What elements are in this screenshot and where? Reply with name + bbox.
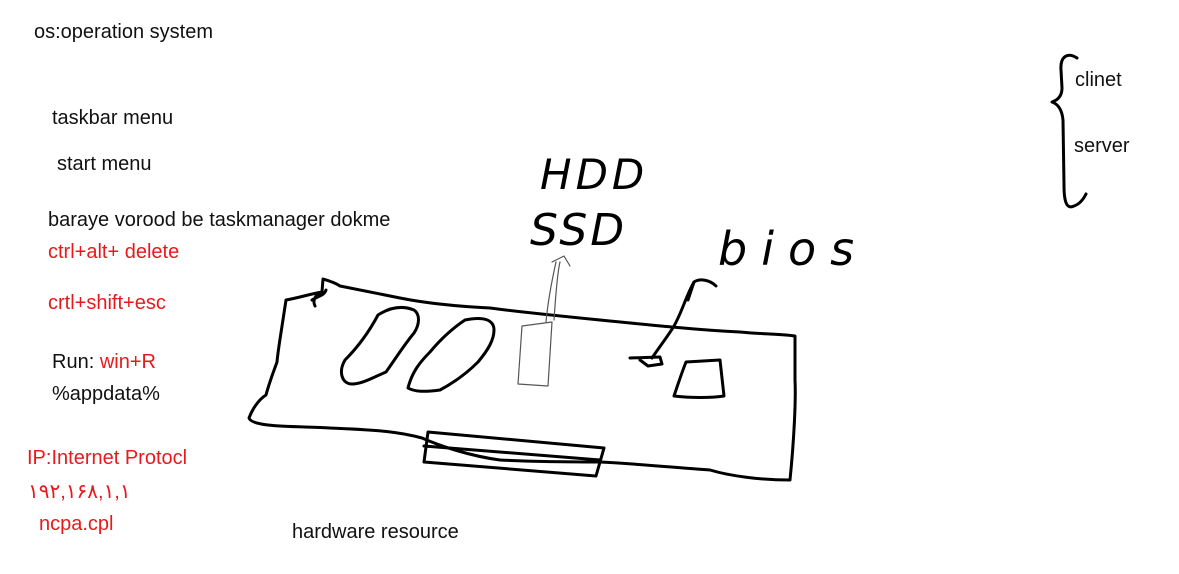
taskmanager-note: baraye vorood be taskmanager dokme [48, 209, 391, 231]
ssd-slot [517, 321, 553, 387]
bios-chip [672, 358, 726, 399]
bios-arrow [650, 278, 718, 360]
curly-brace [1050, 53, 1088, 209]
start-menu-note: start menu [57, 153, 152, 175]
ip-definition: IP:Internet Protocl [27, 447, 188, 469]
hardware-resource-label: hardware resource [292, 521, 459, 543]
ncpa-command: ncpa.cpl [39, 513, 114, 535]
run-note: Run: win+R [52, 350, 156, 374]
bios-handwritten-label: bios [718, 222, 869, 276]
ctrl-shift-esc-shortcut: crtl+shift+esc [48, 292, 166, 314]
ssd-handwritten-label: SSD [530, 205, 628, 256]
ctrl-alt-delete-shortcut: ctrl+alt+ delete [48, 241, 180, 263]
os-definition: os:operation system [34, 21, 213, 43]
appdata-note: %appdata% [52, 383, 160, 405]
motherboard-corner-mark [310, 288, 328, 308]
motherboard-outline [247, 277, 797, 482]
run-label: Run: [52, 351, 100, 373]
taskbar-menu-note: taskbar menu [52, 107, 174, 129]
run-shortcut: win+R [99, 351, 156, 373]
ssd-arrow [545, 255, 571, 323]
small-component [628, 355, 664, 368]
server-label: server [1074, 135, 1130, 157]
expansion-slot [422, 430, 606, 478]
slot-two [406, 316, 496, 393]
ip-address: ۱۹۲,۱۶۸,۱,۱ [28, 481, 131, 503]
slot-one [340, 305, 420, 386]
hdd-handwritten-label: HDD [540, 150, 649, 199]
client-label: clinet [1075, 69, 1122, 91]
